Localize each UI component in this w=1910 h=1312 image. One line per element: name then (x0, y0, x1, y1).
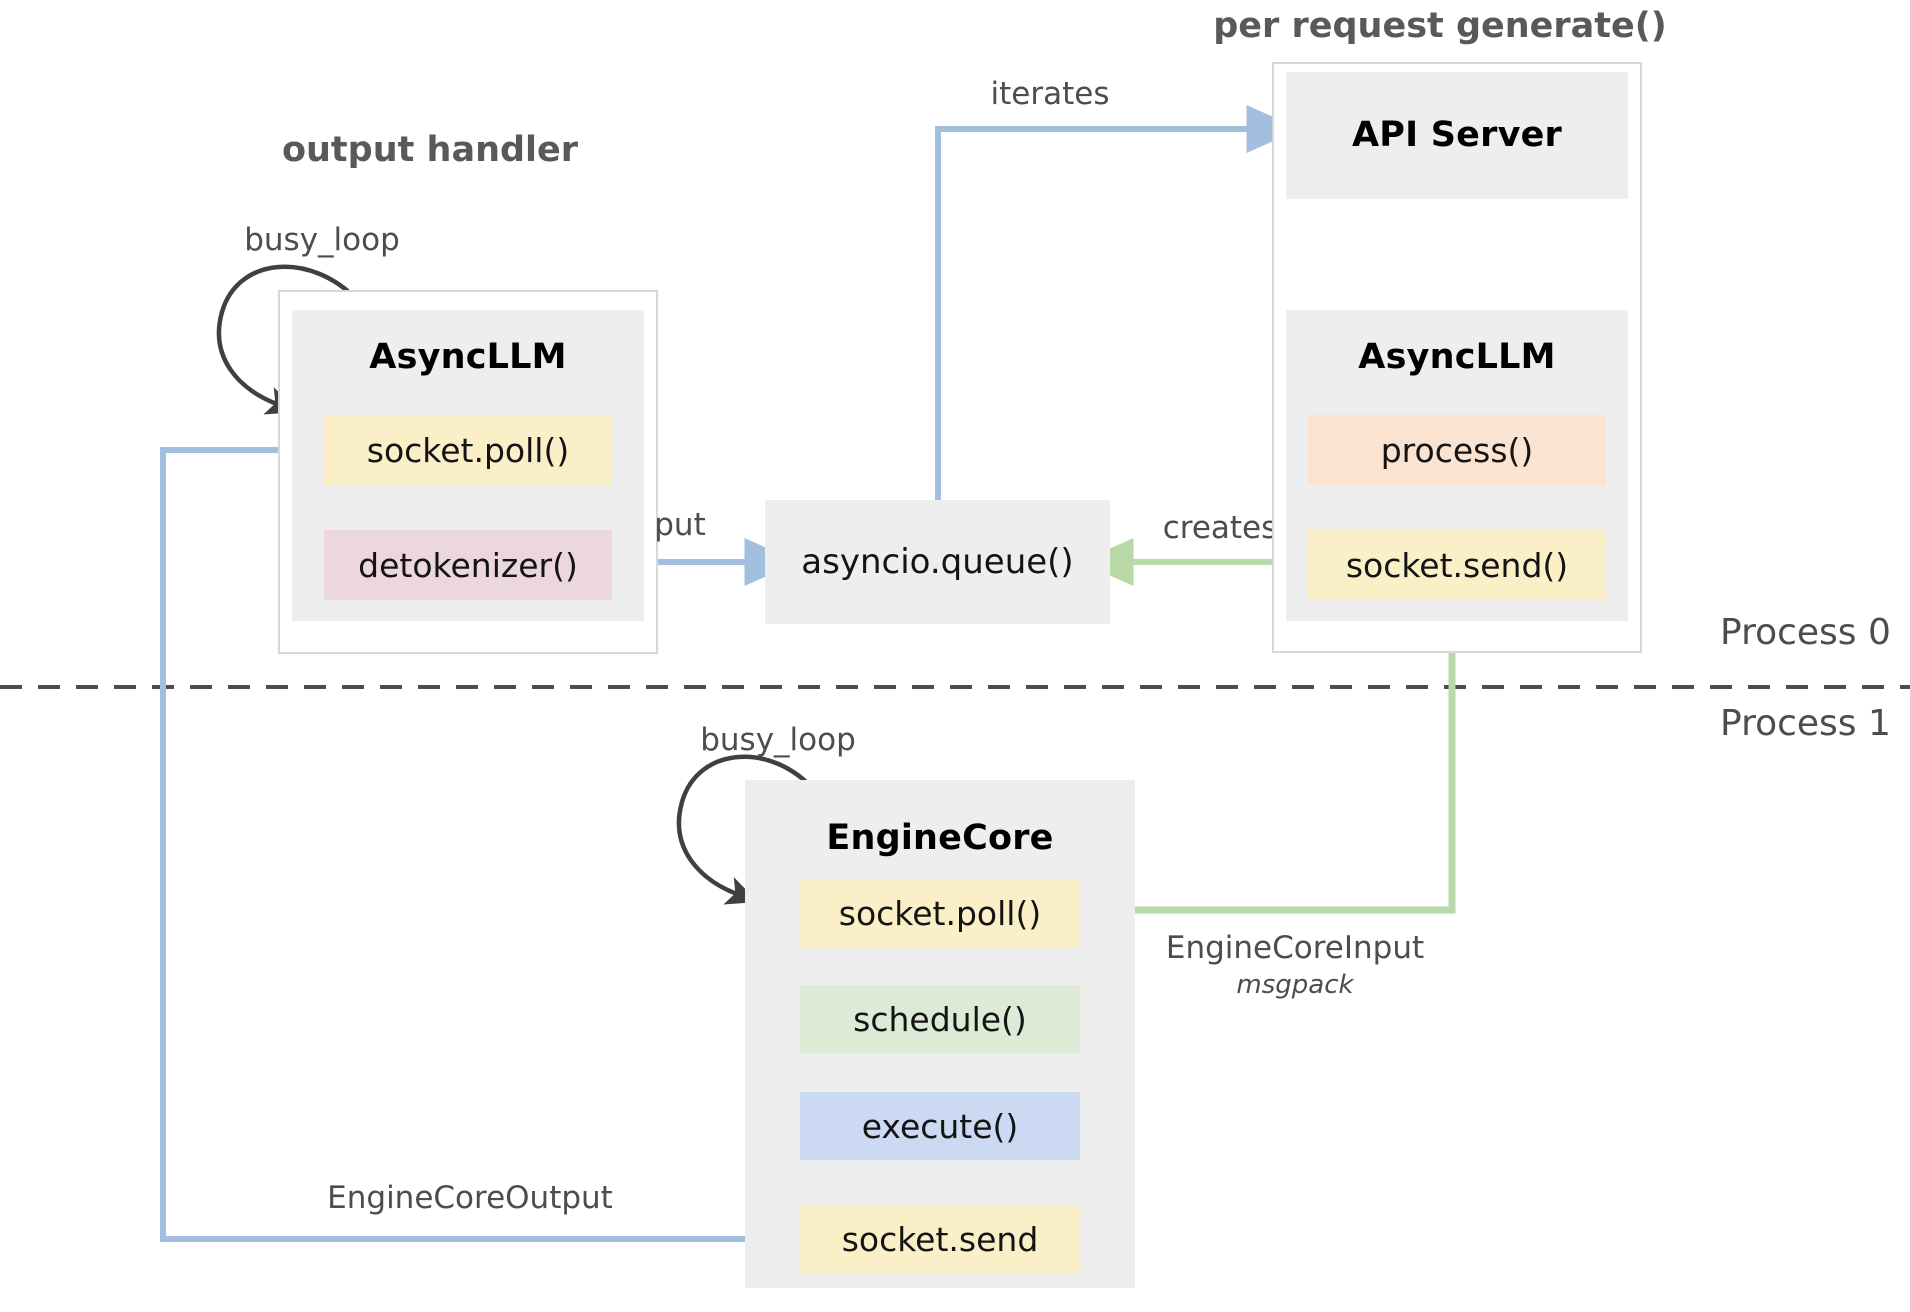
heading-per-request-generate: per request generate() (1213, 6, 1667, 46)
put-label: put (654, 507, 706, 543)
async-llm-left-method-detokenizer[interactable]: detokenizer() (324, 530, 612, 600)
engine-core-method-socket-send[interactable]: socket.send (800, 1205, 1080, 1273)
engine-core-title: EngineCore (826, 818, 1054, 858)
engine-core-method-schedule[interactable]: schedule() (800, 985, 1080, 1053)
async-llm-right-method-process[interactable]: process() (1308, 415, 1606, 485)
api-server-title: API Server (1352, 115, 1562, 155)
iterates-arrow (935, 105, 1301, 500)
engine-core-method-socket-poll[interactable]: socket.poll() (800, 879, 1080, 947)
async-llm-left-title: AsyncLLM (369, 337, 567, 377)
process-0-label: Process 0 (1720, 612, 1891, 653)
asyncio-queue-box (765, 500, 1110, 624)
async-llm-right-method-socket-send[interactable]: socket.send() (1308, 530, 1606, 600)
engine-core-method-execute[interactable]: execute() (800, 1092, 1080, 1160)
iterates-label: iterates (990, 76, 1110, 112)
busy-loop-label-left: busy_loop (244, 222, 400, 258)
engine-core-input-label: EngineCoreInput (1165, 930, 1425, 966)
asyncio-queue-label: asyncio.queue() (801, 542, 1074, 582)
async-llm-right-title: AsyncLLM (1358, 337, 1556, 377)
engine-core-input-format-label: msgpack (1236, 970, 1354, 1000)
busy-loop-label-core: busy_loop (700, 722, 856, 758)
async-llm-left-method-socket-poll[interactable]: socket.poll() (324, 415, 612, 485)
engine-core-output-label: EngineCoreOutput (327, 1180, 613, 1216)
heading-output-handler: output handler (281, 130, 579, 170)
process-1-label: Process 1 (1720, 703, 1891, 744)
api-server-box (1286, 72, 1628, 199)
creates-label: creates (1162, 510, 1278, 546)
